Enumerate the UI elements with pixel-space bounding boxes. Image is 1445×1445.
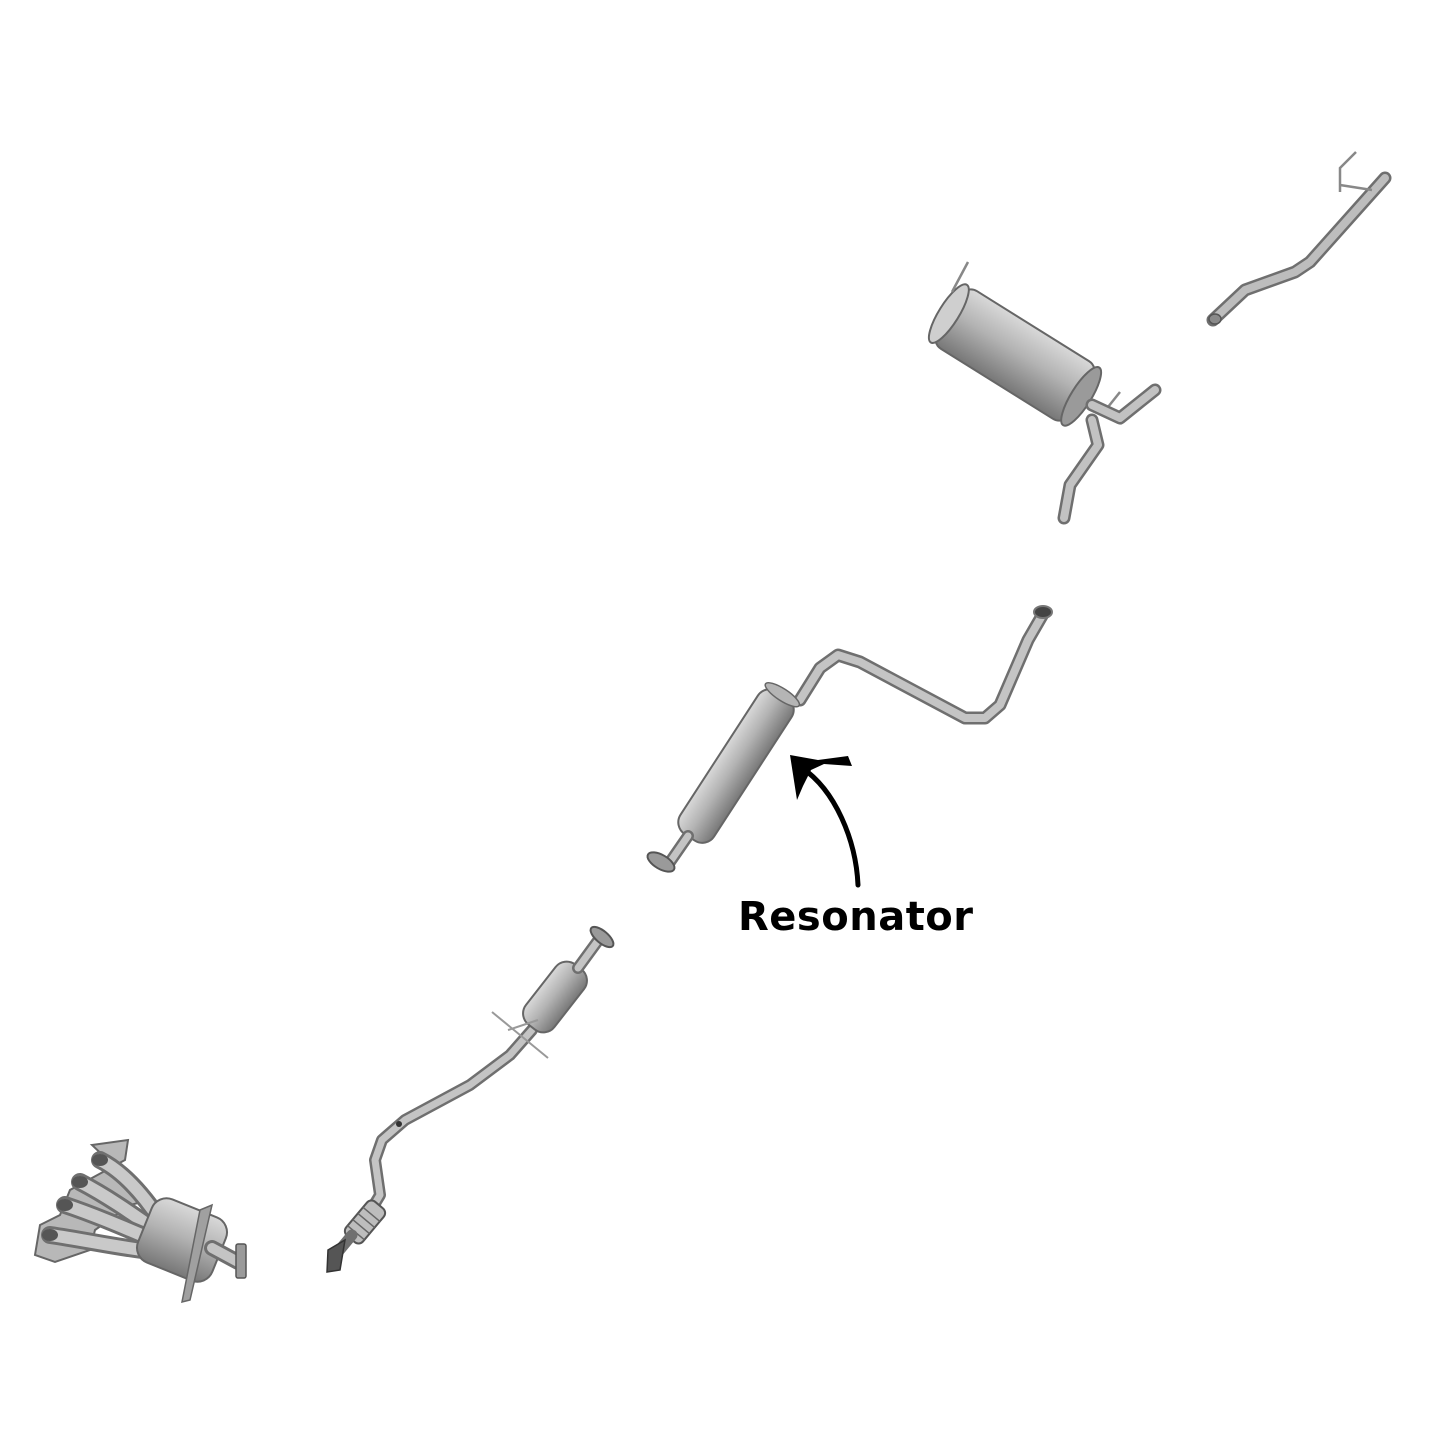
muffler-icon (927, 261, 1162, 525)
manifold-icon (33, 1138, 247, 1304)
resonator-icon (646, 605, 1053, 873)
catalytic-converter-icon (326, 925, 615, 1273)
tailpipe-icon (1206, 151, 1392, 327)
resonator-label: Resonator (738, 894, 974, 940)
callout-arrow-icon (790, 755, 861, 888)
